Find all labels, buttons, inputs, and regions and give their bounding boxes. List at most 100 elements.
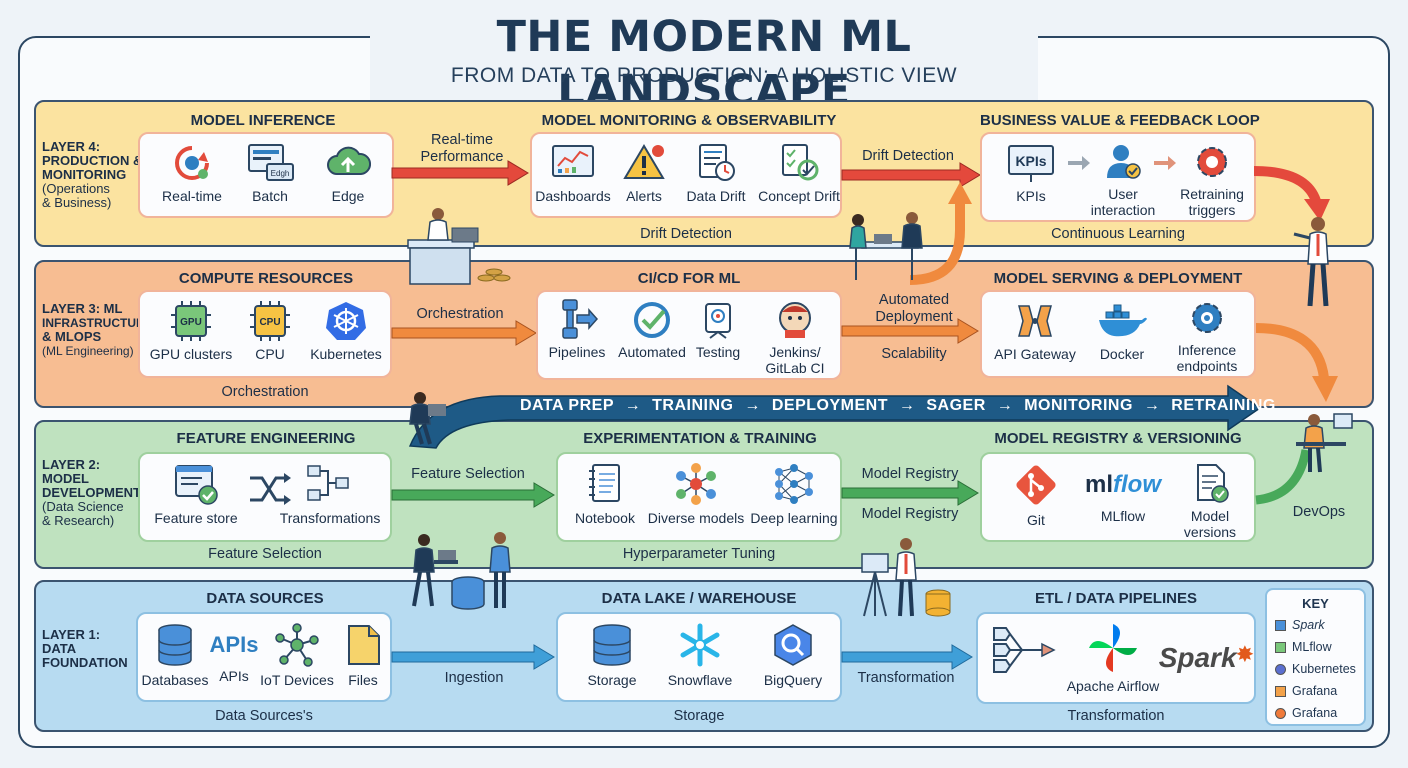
- section-box-monitoring: Dashboards Alerts Data Drift: [530, 132, 842, 218]
- legend-item-spark: Spark: [1275, 618, 1325, 632]
- automated-check-icon: [634, 302, 670, 338]
- legend-swatch: [1275, 685, 1286, 697]
- item-inference-endpoints: Inference endpoints: [1162, 300, 1252, 374]
- below-label-drift-detection: Drift Detection: [640, 226, 732, 242]
- file-icon: [348, 625, 380, 665]
- kubernetes-icon: [326, 302, 366, 340]
- section-box-registry: Git mlflow MLflow Model versions: [980, 452, 1256, 542]
- legend-swatch: [1275, 641, 1286, 653]
- section-title-experimentation: EXPERIMENTATION & TRAINING: [583, 430, 817, 447]
- cloud-upload-icon: [327, 146, 371, 175]
- etl-pipeline-icon: [993, 627, 1056, 673]
- deep-learning-icon: [775, 464, 813, 504]
- legend-swatch: [1275, 619, 1286, 631]
- page-subtitle: FROM DATA TO PRODUCTION: A HOLISTIC VIEW: [450, 64, 958, 87]
- section-title-registry: MODEL REGISTRY & VERSIONING: [994, 430, 1242, 447]
- legend-title: KEY: [1302, 596, 1329, 611]
- item-notebook: Notebook: [560, 462, 650, 526]
- arrow-label-drift-detection: Drift Detection: [862, 148, 954, 164]
- section-title-monitoring: MODEL MONITORING & OBSERVABILITY: [541, 112, 837, 129]
- section-title-data-lake: DATA LAKE / WAREHOUSE: [601, 590, 797, 607]
- item-gpu-clusters: GPU GPU clusters: [144, 300, 238, 362]
- shuffle-icon: [250, 473, 291, 505]
- item-alerts: Alerts: [612, 142, 676, 204]
- data-team-illustration: [412, 532, 511, 610]
- batch-icon: Edgh: [248, 144, 294, 181]
- legend-item-mlflow: MLflow: [1275, 640, 1332, 654]
- legend-item-grafana: Grafana: [1275, 684, 1337, 698]
- item-apache-airflow: Apache Airflow: [1048, 622, 1178, 694]
- person-laptop-illustration: [409, 392, 446, 445]
- section-title-serving: MODEL SERVING & DEPLOYMENT: [993, 270, 1243, 287]
- docker-whale-icon: [1099, 304, 1147, 337]
- arrow-label-realtime: Real-time Performance: [420, 132, 504, 165]
- label-devops: DevOps: [1292, 504, 1346, 520]
- arrow-realtime-performance: [391, 160, 529, 186]
- section-box-business: KPIs KPIs User interaction Retraining tr…: [980, 132, 1256, 222]
- svg-text:KPIs: KPIs: [1015, 153, 1046, 169]
- item-cpu: CPU CPU: [238, 300, 302, 362]
- item-transformations: Transformations: [272, 462, 388, 526]
- realtime-icon: [175, 146, 209, 180]
- pipeline-band-arrow: [408, 384, 1262, 449]
- notebook-icon: [589, 464, 620, 502]
- model-versions-icon: [1197, 464, 1229, 503]
- model-network-icon: [676, 463, 716, 505]
- devops-person-illustration: [1296, 413, 1353, 473]
- legend-item-kubernetes: Kubernetes: [1275, 662, 1356, 676]
- item-user-interaction: User interaction: [1086, 142, 1160, 218]
- presenter-illustration: [1293, 217, 1329, 307]
- item-iot-devices: IoT Devices: [258, 622, 336, 688]
- section-title-cicd: CI/CD FOR ML: [637, 270, 741, 287]
- section-box-model-inference: Real-time Edgh Batch Edge: [138, 132, 394, 218]
- item-dashboards: Dashboards: [534, 142, 612, 204]
- pipeline-icon: [562, 299, 599, 339]
- layer-3-mlops: LAYER 3: ML INFRASTRUCTURE & MLOPS (ML E…: [34, 260, 1374, 408]
- gpu-chip-icon: GPU: [171, 301, 211, 341]
- legend-item-grafana-2: Grafana: [1275, 706, 1337, 720]
- testing-icon: [705, 303, 731, 339]
- layer-2-model-development: LAYER 2: MODEL DEVELOPMENT (Data Science…: [34, 420, 1374, 569]
- section-box-etl: Apache Airflow Spark✸: [976, 612, 1256, 704]
- below-label-continuous-learning: Continuous Learning: [1051, 226, 1185, 242]
- person-at-desk-illustration: [407, 208, 511, 285]
- below-label-storage: Storage: [673, 708, 725, 724]
- arrow-automated-deployment: [841, 318, 979, 344]
- section-title-etl: ETL / DATA PIPELINES: [1035, 590, 1197, 607]
- section-title-compute: COMPUTE RESOURCES: [178, 270, 354, 287]
- item-concept-drift: Concept Drift: [754, 142, 844, 204]
- kpi-board-icon: KPIs: [1008, 145, 1054, 182]
- layer-1-data-foundation: LAYER 1: DATA FOUNDATION DATA SOURCES Da…: [34, 580, 1374, 732]
- section-box-compute: GPU GPU clusters CPU CPU Kubernetes: [138, 290, 392, 378]
- gear-icon: [1197, 147, 1227, 177]
- arrow-registry-devops: [1255, 449, 1311, 505]
- data-drift-icon: [699, 144, 735, 181]
- svg-text:GPU: GPU: [180, 317, 202, 328]
- pipeline-steps: DATA PREP → TRAINING → DEPLOYMENT → SAGE…: [520, 397, 1276, 414]
- below-label-feature-selection: Feature Selection: [208, 546, 322, 562]
- item-pipelines: Pipelines: [542, 298, 612, 360]
- arrow-right-icon: [1154, 156, 1176, 170]
- layer-2-label: LAYER 2: MODEL DEVELOPMENT (Data Science…: [42, 457, 141, 528]
- item-diverse-models: Diverse models: [646, 462, 746, 526]
- item-apis: APIs APIs: [208, 622, 260, 684]
- spark-logo: Spark✸: [1158, 642, 1254, 673]
- airflow-pinwheel-icon: [1089, 624, 1137, 672]
- alert-icon: [623, 144, 665, 179]
- item-snowflake: Snowflave: [656, 622, 744, 688]
- arrow-label-scalability: Scalability: [881, 346, 947, 362]
- item-git: Git: [996, 462, 1076, 528]
- team-meeting-illustration: [849, 212, 923, 280]
- item-automated: Automated: [612, 298, 692, 360]
- api-gateway-icon: [1018, 305, 1052, 337]
- arrow-deployment-to-business: [909, 182, 972, 285]
- arrow-label-model-registry-bottom: Model Registry: [861, 506, 959, 522]
- section-box-data-lake: Storage Snowflave BigQuery: [556, 612, 842, 702]
- arrow-label-feature-selection: Feature Selection: [411, 466, 525, 482]
- section-title-business: BUSINESS VALUE & FEEDBACK LOOP: [980, 112, 1260, 129]
- legend-swatch: [1275, 663, 1286, 675]
- storage-icon: [593, 624, 631, 666]
- arrow-business-loop: [1253, 166, 1330, 221]
- arrow-model-registry: [841, 480, 979, 506]
- below-label-hyperparameter-tuning: Hyperparameter Tuning: [622, 546, 776, 562]
